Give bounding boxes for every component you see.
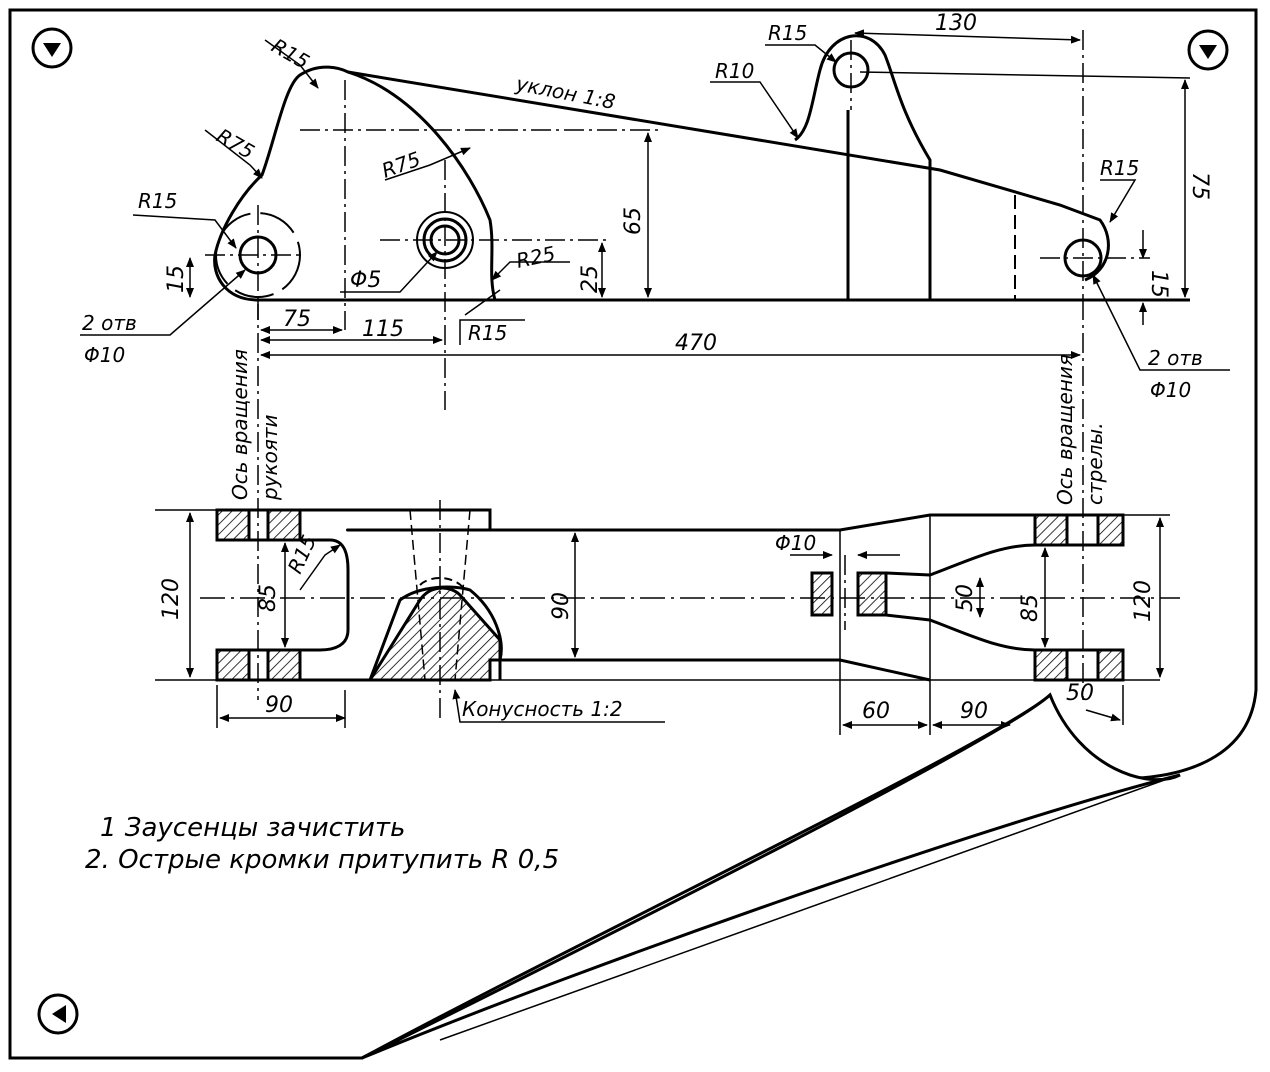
- axis-left-line2: рукояти: [258, 414, 282, 501]
- note-1: 1 Заусенцы зачистить: [100, 813, 405, 843]
- curl-line: [439, 777, 1171, 1041]
- sheet-border: [8, 8, 1258, 1060]
- dim-phi10-plan: Φ10: [775, 531, 816, 555]
- dim-r15-bottom: R15: [468, 321, 507, 345]
- dim-r15-right: R15: [1100, 156, 1139, 180]
- page-curl: [361, 692, 1181, 1060]
- plan-view: [155, 500, 1180, 735]
- dim-15-right: 15: [1146, 270, 1171, 298]
- holes-right-dia: Φ10: [1150, 378, 1191, 402]
- axis-right-line1: Ось вращения: [1053, 354, 1077, 505]
- holes-left-count: 2 отв: [82, 311, 137, 335]
- dim-r15-top-right: R15: [768, 21, 807, 45]
- side-view: [80, 29, 1230, 700]
- holes-right-count: 2 отв: [1148, 346, 1203, 370]
- axis-right-line2: стрелы.: [1083, 422, 1107, 505]
- dim-25: 25: [578, 265, 603, 293]
- dim-90-mid: 90: [549, 592, 574, 620]
- dim-65: 65: [621, 207, 646, 235]
- dim-r75-left: R75: [213, 124, 259, 164]
- dim-r25: R25: [514, 241, 557, 273]
- dim-r10: R10: [715, 59, 754, 83]
- note-2: 2. Острые кромки притупить R 0,5: [85, 845, 559, 875]
- play-left-icon[interactable]: [37, 993, 79, 1035]
- dim-120-right: 120: [1131, 580, 1156, 622]
- dim-75-right: 75: [1187, 172, 1212, 200]
- play-down-icon[interactable]: [31, 27, 73, 69]
- dim-85-left: 85: [256, 584, 281, 612]
- dim-85-right: 85: [1018, 594, 1043, 622]
- dim-60: 60: [862, 699, 890, 724]
- dim-50-bottom: 50: [1066, 681, 1094, 706]
- holes-left-dia: Φ10: [84, 343, 125, 367]
- dim-r15-top: R15: [268, 34, 314, 74]
- dim-90-left: 90: [265, 693, 293, 718]
- axis-left-line1: Ось вращения: [228, 349, 252, 500]
- dim-115: 115: [362, 317, 404, 342]
- dim-90-right: 90: [960, 699, 988, 724]
- play-down-icon[interactable]: [1187, 29, 1229, 71]
- dim-75-bottom: 75: [283, 307, 311, 332]
- dim-470: 470: [675, 331, 717, 356]
- dim-50-vert: 50: [953, 584, 978, 612]
- dim-120-left: 120: [159, 578, 184, 620]
- dim-r75-mid: R75: [379, 147, 424, 183]
- dim-15-left: 15: [164, 265, 189, 293]
- taper-label: Конусность 1:2: [462, 697, 623, 721]
- dim-130: 130: [935, 11, 977, 36]
- dim-r15-left: R15: [138, 189, 177, 213]
- dim-phi5: Φ5: [350, 268, 381, 293]
